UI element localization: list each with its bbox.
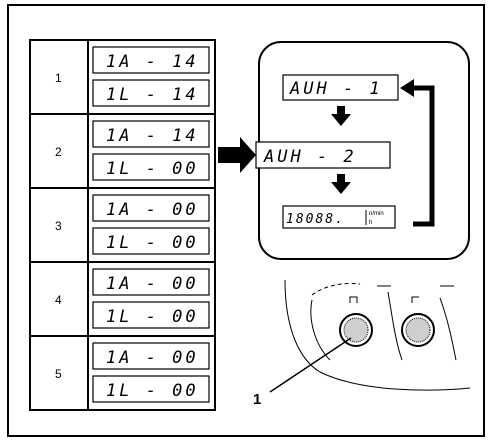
unit-label: h	[369, 220, 372, 226]
down-arrow-icon	[331, 174, 351, 194]
lcd-display	[282, 205, 396, 229]
steps-table: 1 1A - 14 1L - 14 2 1A - 14 1L - 00 3 1A…	[29, 39, 216, 411]
lcd-display	[92, 268, 210, 296]
lcd-text: 1L - 14	[106, 85, 199, 105]
lcd-text: 1A - 14	[106, 126, 199, 146]
step-index: 2	[55, 145, 62, 159]
lcd-text: 1A - 00	[106, 348, 199, 368]
lcd-text: 1A - 00	[106, 200, 199, 220]
step-index: 5	[55, 367, 62, 381]
return-bracket	[413, 85, 435, 227]
lcd-text: AUH - 2	[263, 147, 357, 167]
lcd-display	[92, 120, 210, 148]
lcd-display	[92, 301, 210, 329]
lcd-display	[92, 153, 210, 181]
step-index: 1	[55, 71, 62, 85]
lcd-display	[92, 227, 210, 255]
lcd-text: 1L - 00	[106, 159, 199, 179]
lcd-display	[92, 79, 210, 107]
lcd-text: 1L - 00	[106, 307, 199, 327]
left-arrow-icon	[400, 79, 414, 97]
display-cycle-panel: AUH - 1 AUH - 2 18088. n/min h	[255, 41, 470, 260]
right-arrow-icon	[218, 137, 256, 173]
callout-leader	[269, 337, 352, 393]
lcd-text: 1L - 00	[106, 233, 199, 253]
lcd-text: 1A - 14	[106, 52, 199, 72]
lcd-display	[92, 46, 210, 74]
lcd-text: 18088.	[286, 212, 345, 227]
lcd-display	[92, 375, 210, 403]
lcd-text: AUH - 1	[289, 79, 383, 99]
lcd-display	[282, 74, 399, 101]
step-index: 4	[55, 293, 62, 307]
lcd-display	[92, 194, 210, 222]
lcd-text: 1A - 00	[106, 274, 199, 294]
step-index: 3	[55, 219, 62, 233]
lcd-display	[255, 141, 391, 169]
callout-label: 1	[253, 391, 261, 408]
instrument-panel	[269, 279, 471, 393]
lcd-display	[92, 342, 210, 370]
down-arrow-icon	[331, 106, 351, 126]
lcd-text: 1L - 00	[106, 381, 199, 401]
unit-label: n/min	[369, 211, 384, 217]
